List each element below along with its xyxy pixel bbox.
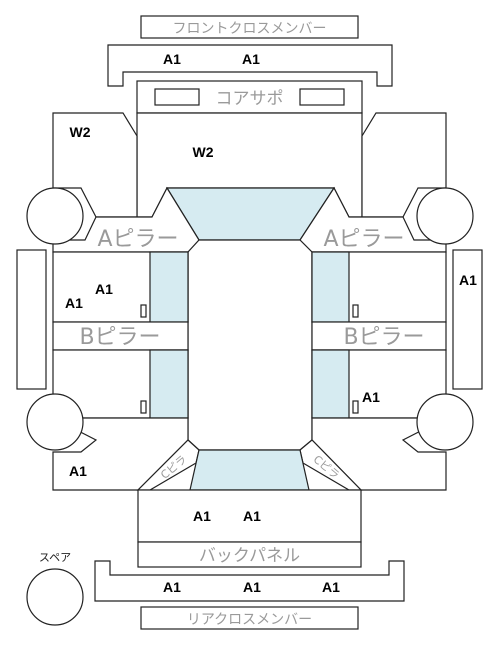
front-right-wheel xyxy=(416,187,474,245)
rear-cross-member-label: リアクロスメンバー xyxy=(187,612,312,628)
a-pillar-left-label: Aピラー xyxy=(97,227,178,252)
rear-window-glass xyxy=(189,449,310,491)
core-support-label: コアサポ xyxy=(216,89,284,109)
back-panel-label: バックパネル xyxy=(199,546,300,566)
b-pillar-right-label: Bピラー xyxy=(343,325,424,350)
right-rear-door-handle xyxy=(352,400,359,414)
grade-left-fender: W2 xyxy=(70,124,91,140)
a-pillar-right-label: Aピラー xyxy=(323,227,404,252)
rear-left-wheel xyxy=(26,393,84,451)
roof-part xyxy=(187,239,313,451)
right-rear-quarter-part xyxy=(311,417,447,491)
left-front-door-glass xyxy=(149,251,189,323)
c-pillar-left-part xyxy=(136,439,200,491)
core-support-left-lamp xyxy=(154,88,200,106)
front-cross-member-part xyxy=(107,44,393,87)
grade-rear-right-door: A1 xyxy=(362,389,380,405)
b-pillar-left-part xyxy=(52,321,189,351)
spare-tire xyxy=(26,568,84,626)
grade-hood: W2 xyxy=(193,144,214,160)
grade-trunk-left: A1 xyxy=(193,508,211,524)
left-front-door-handle xyxy=(140,304,147,318)
front-left-wheel xyxy=(26,187,84,245)
c-pillar-right-part xyxy=(299,439,363,491)
right-front-door-handle xyxy=(352,304,359,318)
rear-cross-member-part xyxy=(94,560,405,602)
left-side-sill-part xyxy=(16,249,47,390)
back-panel-part xyxy=(137,541,362,568)
grade-front-left-door-a: A1 xyxy=(95,281,113,297)
rear-right-wheel xyxy=(416,393,474,451)
grade-rear-cross-left: A1 xyxy=(163,579,181,595)
grade-left-rear-quarter: A1 xyxy=(69,463,87,479)
right-front-door-glass xyxy=(311,251,350,323)
rear-cross-member-box xyxy=(140,606,359,630)
right-rear-door-glass xyxy=(311,349,350,419)
left-rear-door-handle xyxy=(140,400,147,414)
right-side-sill-part xyxy=(452,249,483,390)
grade-rear-cross-right: A1 xyxy=(322,579,340,595)
grade-trunk-right: A1 xyxy=(243,508,261,524)
b-pillar-left-label: Bピラー xyxy=(79,325,160,350)
grade-right-side-sill: A1 xyxy=(459,272,477,288)
front-cross-member-label: フロントクロスメンバー xyxy=(173,21,327,37)
left-rear-quarter-part xyxy=(52,417,189,491)
core-support-right-lamp xyxy=(299,88,345,106)
left-rear-door-glass xyxy=(149,349,189,419)
grade-front-left-door-b: A1 xyxy=(65,295,83,311)
spare-tire-label: スペア xyxy=(39,551,71,564)
grade-front-cross-left: A1 xyxy=(163,51,181,67)
grade-front-cross-right: A1 xyxy=(242,51,260,67)
grade-rear-cross-middle: A1 xyxy=(243,579,261,595)
front-cross-member-box xyxy=(140,15,359,39)
